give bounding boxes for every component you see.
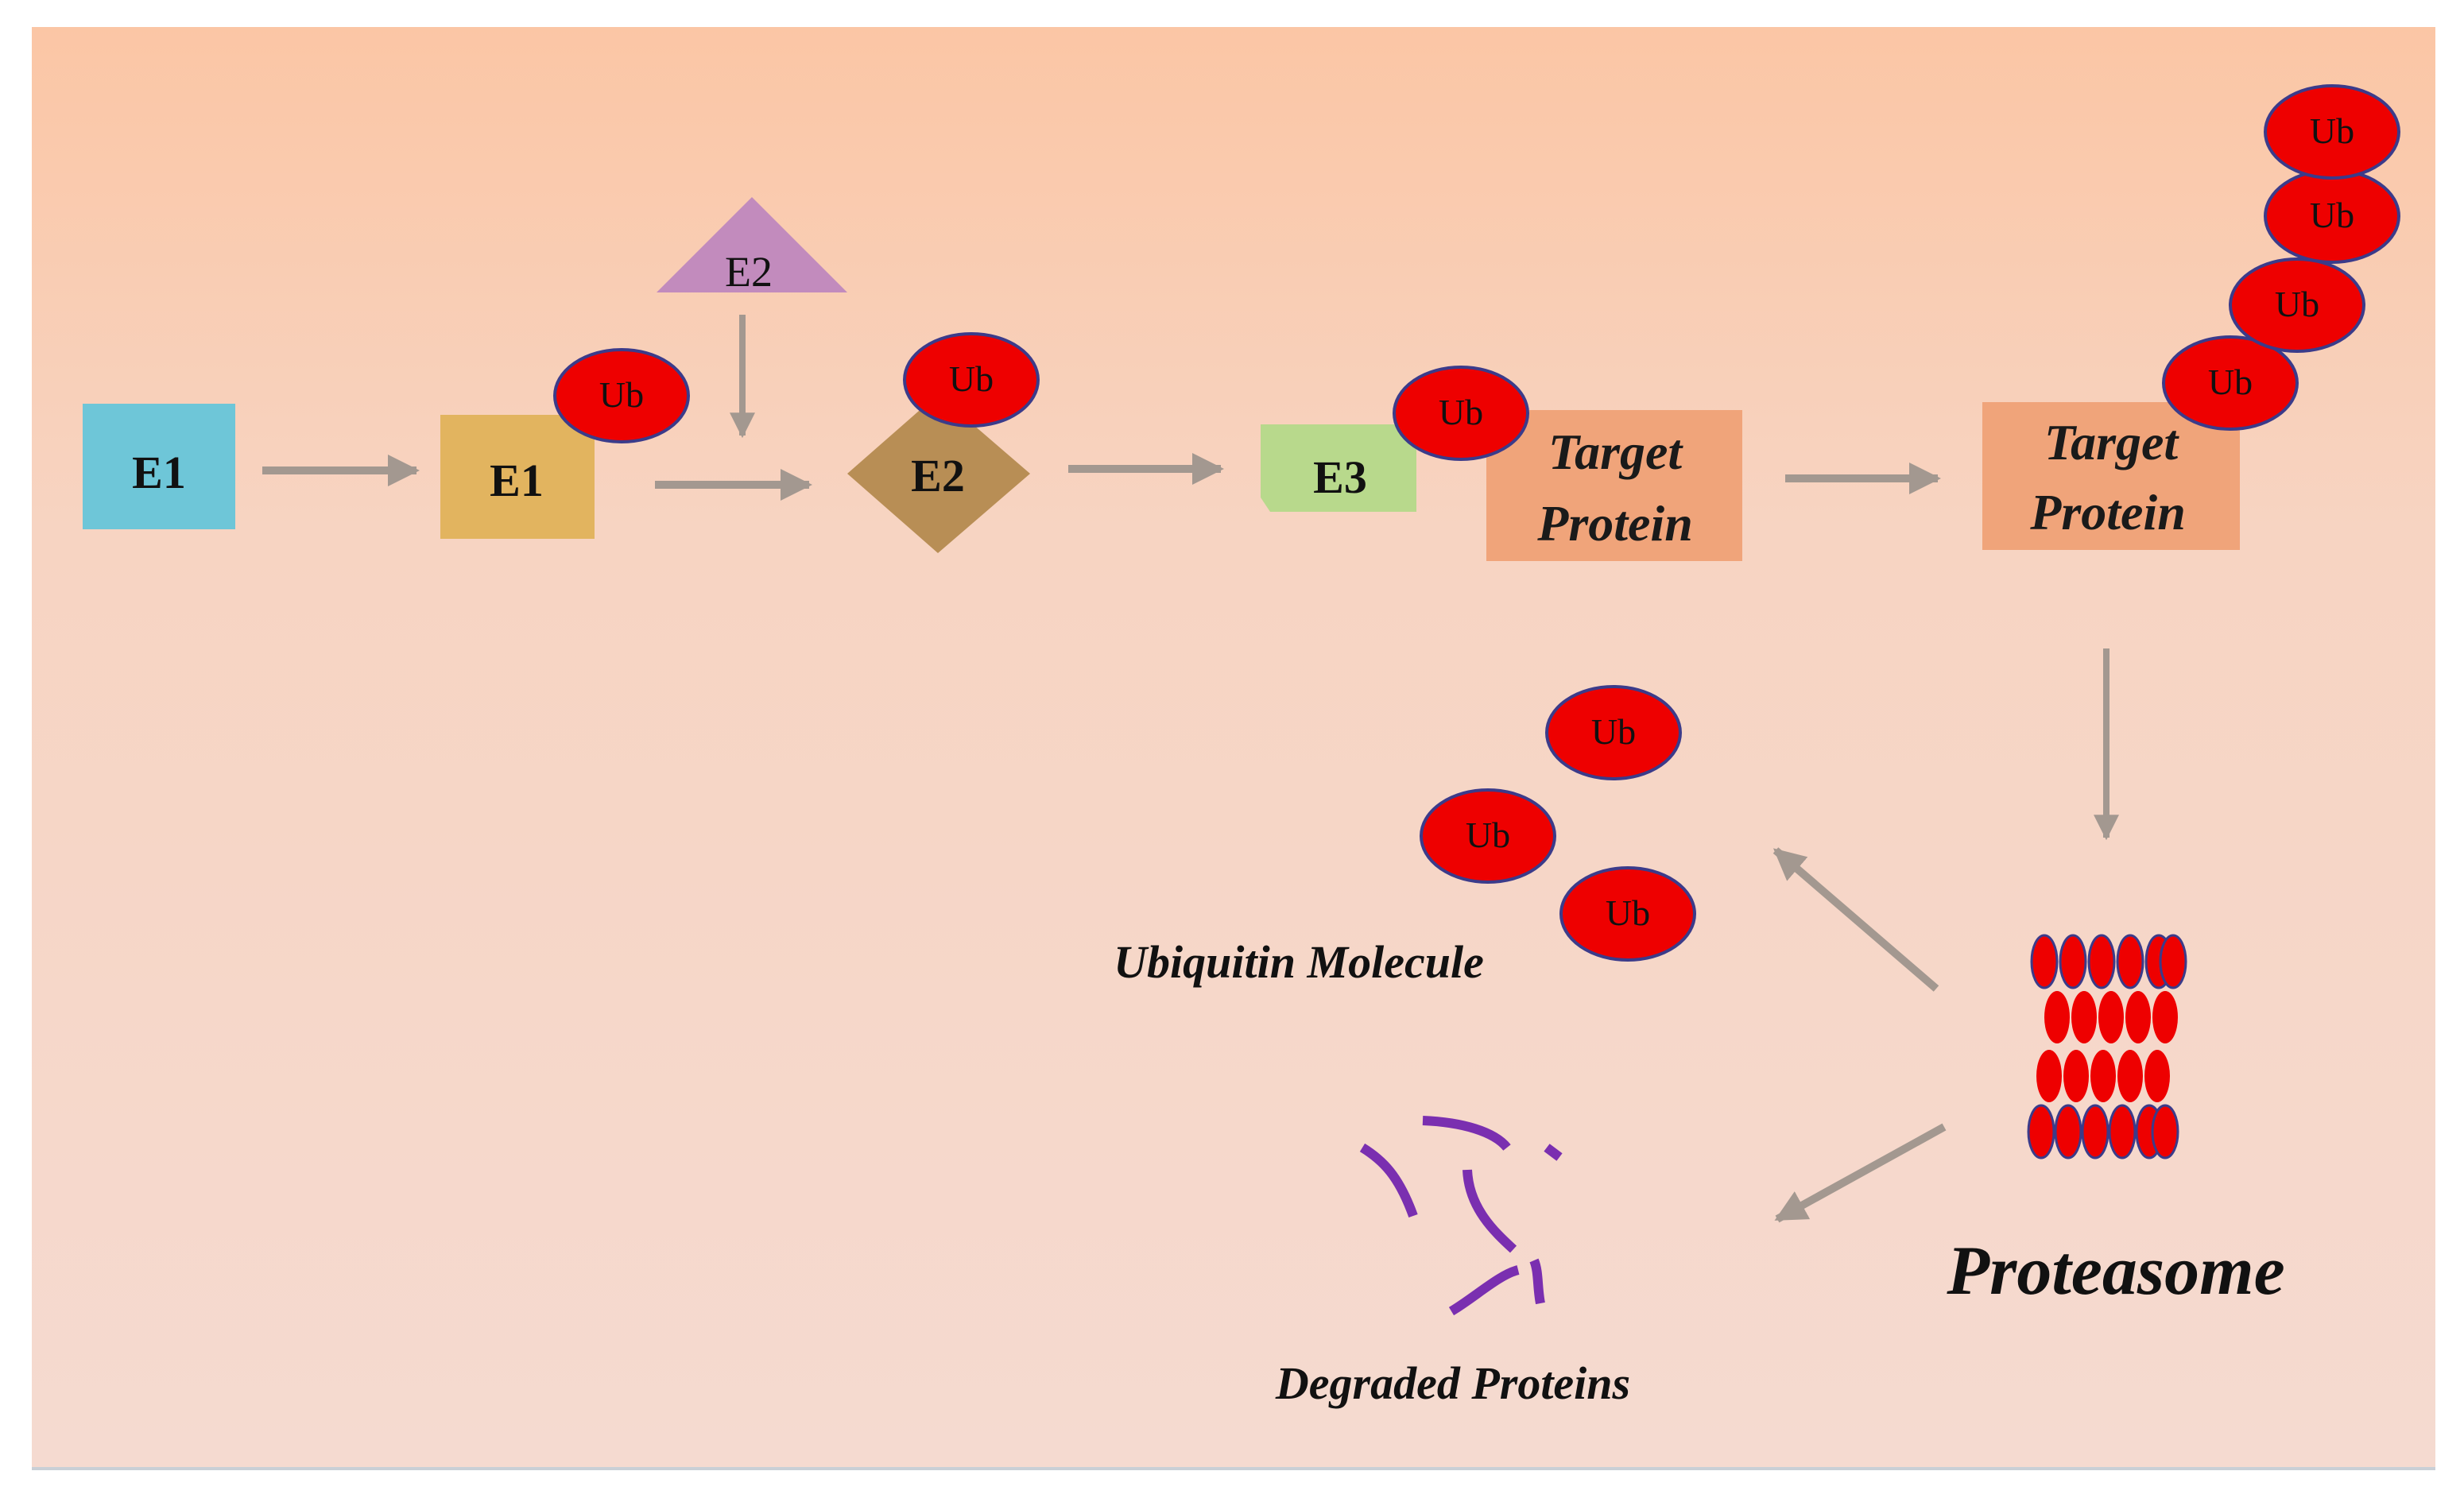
polyubiquitinated-target: Target Protein Ub Ub Ub Ub [1982,84,2400,550]
ub-on-e3: Ub [1393,366,1529,461]
fragment-4 [1463,1169,1517,1253]
ub-label: Ub [2310,195,2354,235]
e1-complex-label: E1 [490,455,544,506]
e3-label: E3 [1313,451,1367,503]
ub-label: Ub [2208,362,2253,402]
fragment-2 [1422,1116,1511,1152]
proteasome-ring-4 [2027,1104,2179,1159]
fragment-1 [1359,1143,1418,1218]
e2-free: E2 [657,197,847,296]
ub-chain-1: Ub [2162,335,2299,431]
free-ub-1: Ub [1545,685,1682,780]
degraded-proteins-label: Degraded Proteins [1275,1357,1630,1409]
e1-free-label: E1 [132,447,186,498]
target-protein-box [1982,402,2240,550]
arrow-to-ubiquitin-molecules [1772,847,1939,992]
e1-ub-complex: E1 Ub [440,348,690,539]
ub-label: Ub [1606,892,1650,933]
e2-complex-label: E2 [911,450,965,501]
fragment-3 [1544,1144,1563,1161]
proteasome-ring-3 [2036,1050,2170,1102]
e3-box [1261,424,1416,512]
proteasome-ring-1 [2030,934,2187,989]
ub-ellipse [903,332,1040,428]
e2-ub-complex: E2 Ub [847,332,1040,553]
ub-label: Ub [1466,815,1510,855]
ub-on-e1: Ub [553,348,690,443]
ub-chain: Ub Ub Ub Ub [2162,84,2400,431]
e3-target-complex: E3 Target Protein Ub [1261,366,1742,561]
e1-complex-box [440,415,595,539]
fragment-5 [1448,1265,1520,1316]
ub-ellipse [1393,366,1529,461]
background-panel [32,27,2435,1467]
free-ub-2: Ub [1420,788,1556,884]
ub-chain-2: Ub [2229,257,2365,353]
degraded-proteins: Degraded Proteins [1275,1116,1630,1409]
fragment-6 [1529,1258,1545,1305]
e1-free: E1 [83,404,235,529]
ub-ellipse [1420,788,1556,884]
ub-label: Ub [599,374,644,415]
ub-label: Ub [949,358,994,399]
e1-free-box [83,404,235,529]
ub-label: Ub [2275,284,2319,324]
proteasome-ring-2 [2044,991,2178,1043]
target-protein-line2: Protein [1536,495,1693,552]
target-protein-line2: Protein [2029,484,2186,540]
proteasome: Proteasome [1946,934,2285,1310]
ub-label: Ub [1591,711,1636,752]
e2-complex-diamond [847,394,1030,553]
free-ub-3: Ub [1559,866,1696,962]
ub-ellipse [2264,84,2400,180]
target-protein-line1: Target [1548,424,1684,480]
arrow-to-degraded-proteins [1774,1123,1947,1223]
e2-free-label: E2 [725,248,773,296]
ub-ellipse [2162,335,2299,431]
proteasome-label: Proteasome [1946,1233,2284,1310]
ub-ellipse [2229,257,2365,353]
ub-chain-3: Ub [2264,168,2400,264]
ub-chain-4: Ub [2264,84,2400,180]
ub-label: Ub [1439,392,1483,432]
ubiquitin-molecule-label: Ubiquitin Molecule [1114,936,1484,988]
free-ubiquitin-molecules: Ub Ub Ub Ubiquitin Molecule [1114,685,1696,988]
target-protein-line1: Target [2044,414,2180,470]
ub-label: Ub [2310,110,2354,151]
ub-ellipse [1559,866,1696,962]
ub-on-e2: Ub [903,332,1040,428]
e2-free-triangle [657,197,847,292]
ub-ellipse [1545,685,1682,780]
target-protein-box [1486,410,1742,561]
ub-ellipse [553,348,690,443]
